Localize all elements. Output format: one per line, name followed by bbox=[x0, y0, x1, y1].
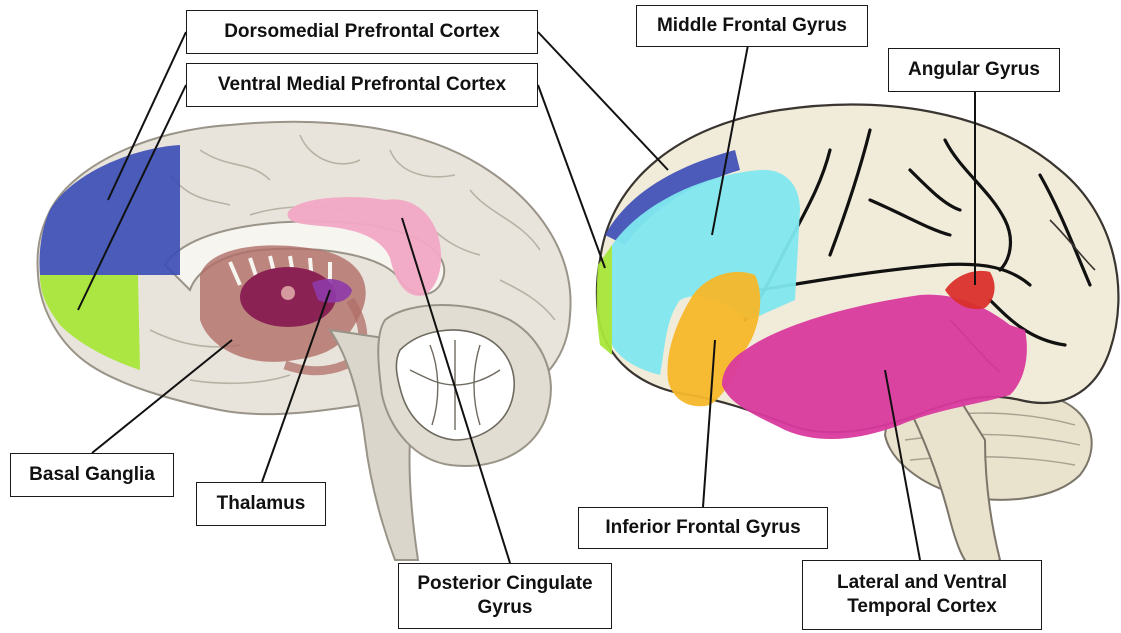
leader-dorsomedial-right bbox=[538, 32, 668, 170]
lateral-brain-view bbox=[597, 105, 1119, 570]
label-middle-frontal-gyrus: Middle Frontal Gyrus bbox=[636, 5, 868, 47]
dorsomedial-pfc-region bbox=[39, 145, 180, 275]
label-posterior-cingulate-gyrus: Posterior Cingulate Gyrus bbox=[398, 563, 612, 629]
thalamus-center bbox=[281, 286, 295, 300]
label-thalamus: Thalamus bbox=[196, 482, 326, 526]
label-lateral-ventral-temporal-cortex: Lateral and Ventral Temporal Cortex bbox=[802, 560, 1042, 630]
label-inferior-frontal-gyrus: Inferior Frontal Gyrus bbox=[578, 507, 828, 549]
label-dorsomedial-pfc: Dorsomedial Prefrontal Cortex bbox=[186, 10, 538, 54]
label-angular-gyrus: Angular Gyrus bbox=[888, 48, 1060, 92]
label-basal-ganglia: Basal Ganglia bbox=[10, 453, 174, 497]
label-ventral-medial-pfc: Ventral Medial Prefrontal Cortex bbox=[186, 63, 538, 107]
